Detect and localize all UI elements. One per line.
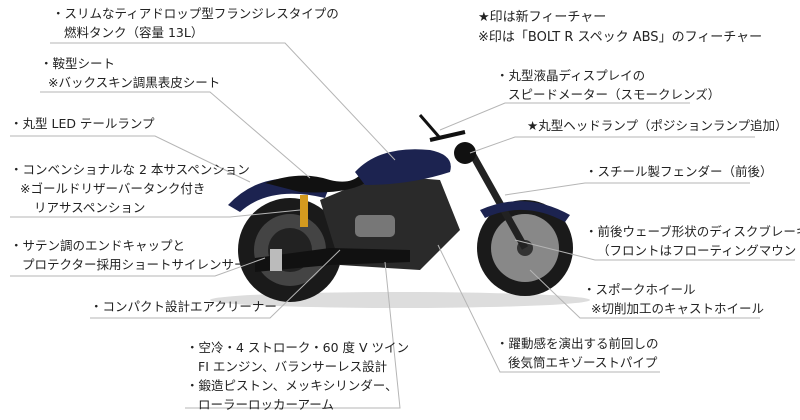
- callout-line: ※ゴールドリザーバータンク付き: [20, 181, 206, 196]
- callout-wheel: ・スポークホイール ※切削加工のキャストホイール: [583, 280, 764, 318]
- callout-line: ※切削加工のキャストホイール: [591, 301, 764, 316]
- callout-suspension: ・コンベンショナルな 2 本サスペンション ※ゴールドリザーバータンク付き リア…: [10, 160, 250, 217]
- legend-abs-feature: ※印は「BOLT R スペック ABS」のフィーチャー: [478, 30, 763, 45]
- callout-tank: ・スリムなティアドロップ型フランジレスタイプの 燃料タンク（容量 13L）: [52, 4, 339, 42]
- mirror: [418, 114, 442, 139]
- legend-new-feature: ★印は新フィーチャー: [478, 10, 607, 25]
- callout-brake: ・前後ウェーブ形状のディスクブレーキ （フロントはフローティングマウント）: [585, 222, 800, 260]
- seat: [265, 175, 370, 193]
- callout-line: プロテクター採用ショートサイレンサー: [22, 257, 247, 272]
- callout-line: スピードメーター（スモークレンズ）: [508, 87, 721, 102]
- callout-line: ・鍛造ピストン、メッキシリンダー、: [186, 378, 398, 393]
- leader-brake: [514, 239, 795, 261]
- callout-meter: ・丸型液晶ディスプレイの スピードメーター（スモークレンズ）: [496, 66, 720, 104]
- front-fork: [466, 148, 529, 250]
- callout-line: （フロントはフローティングマウント）: [597, 243, 800, 258]
- callout-line: ・前後ウェーブ形状のディスクブレーキ: [585, 224, 800, 239]
- rear-suspension: [300, 195, 308, 227]
- callout-line: 燃料タンク（容量 13L）: [64, 25, 204, 40]
- callout-engine: ・空冷・4 ストローク・60 度 V ツイン FI エンジン、バランサーレス設計…: [186, 338, 409, 414]
- callout-air-cleaner: ・コンパクト設計エアクリーナー: [90, 297, 277, 316]
- exhaust-pipe: [255, 248, 410, 272]
- callout-headlamp: ★丸型ヘッドランプ（ポジションランプ追加）: [527, 116, 787, 135]
- callout-line: ・サテン調のエンドキャップと: [10, 238, 186, 253]
- callout-line: ・スチール製フェンダー（前後）: [585, 164, 773, 179]
- callout-line: 後気筒エキゾーストパイプ: [508, 355, 658, 370]
- callout-line: リアサスペンション: [34, 200, 146, 215]
- callout-line: FI エンジン、バランサーレス設計: [198, 359, 388, 374]
- callout-line: ※バックスキン調黒表皮シート: [48, 75, 221, 90]
- leader-headlamp: [469, 136, 755, 154]
- fuel-tank: [355, 149, 451, 185]
- silencer-endcap: [270, 249, 282, 271]
- callout-exhaust-pipe: ・躍動感を演出する前回しの 後気筒エキゾーストパイプ: [496, 334, 659, 372]
- callout-line: ★丸型ヘッドランプ（ポジションランプ追加）: [527, 118, 788, 133]
- leader-suspension: [10, 209, 301, 218]
- callout-line: ・空冷・4 ストローク・60 度 V ツイン: [186, 340, 410, 355]
- callout-fender: ・スチール製フェンダー（前後）: [585, 162, 773, 181]
- callout-line: ローラーロッカーアーム: [198, 397, 334, 412]
- leader-aircleaner: [90, 249, 341, 319]
- callout-line: ・コンパクト設計エアクリーナー: [90, 299, 277, 314]
- callout-line: ・スポークホイール: [583, 282, 696, 297]
- leader-engine: [185, 261, 401, 409]
- leader-tank: [50, 42, 396, 161]
- leader-tail: [10, 135, 251, 183]
- callout-line: ・丸型液晶ディスプレイの: [496, 68, 646, 83]
- callout-tail-lamp: ・丸型 LED テールランプ: [10, 114, 155, 133]
- leader-seat: [40, 91, 311, 179]
- headlamp: [454, 142, 476, 164]
- front-fender: [480, 201, 570, 222]
- callout-line: ・スリムなティアドロップ型フランジレスタイプの: [52, 6, 339, 21]
- callout-seat: ・鞍型シート ※バックスキン調黒表皮シート: [40, 54, 220, 92]
- leader-meter: [439, 102, 690, 131]
- callout-silencer: ・サテン調のエンドキャップと プロテクター採用ショートサイレンサー: [10, 236, 247, 274]
- callout-line: ・鞍型シート: [40, 56, 116, 71]
- callout-line: ・躍動感を演出する前回しの: [496, 336, 659, 351]
- handlebar: [429, 130, 466, 142]
- callout-line: ・コンベンショナルな 2 本サスペンション: [10, 162, 250, 177]
- leader-exhaust: [437, 244, 660, 373]
- feature-legend: ★印は新フィーチャー ※印は「BOLT R スペック ABS」のフィーチャー: [478, 8, 762, 48]
- air-cleaner: [355, 215, 395, 237]
- leader-fender: [504, 182, 750, 196]
- leader-wheel: [529, 269, 760, 319]
- callout-line: ・丸型 LED テールランプ: [10, 116, 155, 131]
- leader-lines: [10, 42, 795, 409]
- leader-silencer: [10, 257, 266, 277]
